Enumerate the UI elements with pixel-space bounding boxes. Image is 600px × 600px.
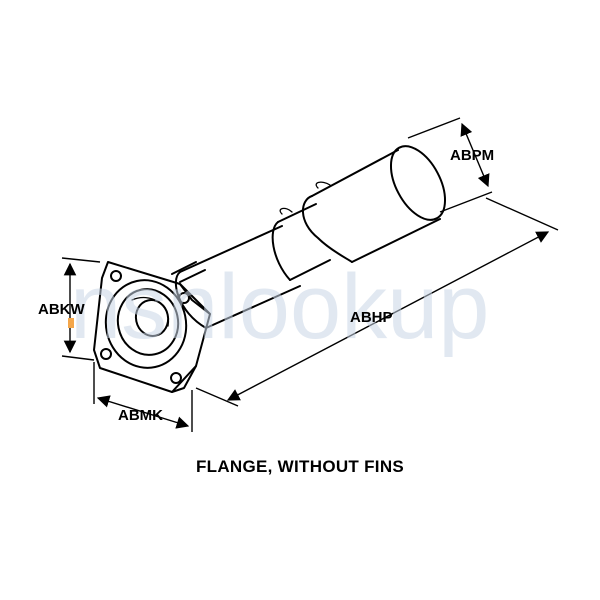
label-abmk: ABMK <box>118 407 163 424</box>
bolt-hole-icon <box>100 348 112 360</box>
square-flange <box>93 261 211 393</box>
watermark-text: nsnlookup <box>70 256 489 358</box>
bolt-hole-icon <box>178 292 190 304</box>
dimension-abkw <box>61 257 101 361</box>
abkw-marker <box>68 318 74 328</box>
label-abkw: ABKW <box>38 301 85 318</box>
dimension-abhp <box>195 197 559 407</box>
label-abhp: ABHP <box>350 309 393 326</box>
label-abpm: ABPM <box>450 147 494 164</box>
dimension-abmk <box>93 362 193 432</box>
bolt-hole-icon <box>110 270 122 282</box>
bolt-hole-icon <box>170 372 182 384</box>
diagram-caption: FLANGE, WITHOUT FINS <box>196 457 404 476</box>
dimension-abpm <box>407 117 493 213</box>
